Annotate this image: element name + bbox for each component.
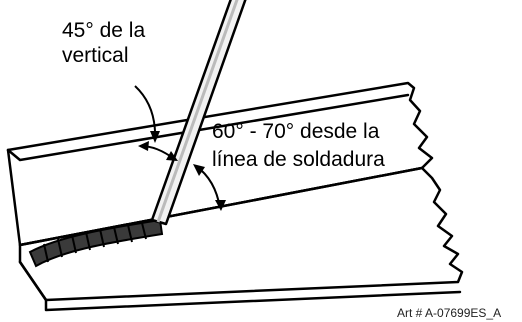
label-angle-from-weld-line-line2: línea de soldadura xyxy=(212,148,385,171)
vertical-plate-edge xyxy=(6,93,410,162)
label-angle-from-weld-line-line1: 60° - 70° desde la xyxy=(212,120,380,143)
base-plate-edge xyxy=(44,290,462,312)
base-plate xyxy=(18,166,464,302)
label-angle-from-weld-line: 60° - 70° desde la línea de soldadura xyxy=(212,118,385,174)
art-number: Art # A-07699ES_A xyxy=(397,306,502,320)
label-angle-from-vertical: 45° de la vertical xyxy=(62,18,145,68)
label-angle-from-vertical-line2: vertical xyxy=(62,44,129,67)
arrowheads xyxy=(138,131,226,211)
label-angle-from-vertical-line1: 45° de la xyxy=(62,19,146,42)
base-plate-corner xyxy=(18,260,48,302)
weld-bead xyxy=(28,218,164,268)
electrode-rod xyxy=(150,0,247,226)
